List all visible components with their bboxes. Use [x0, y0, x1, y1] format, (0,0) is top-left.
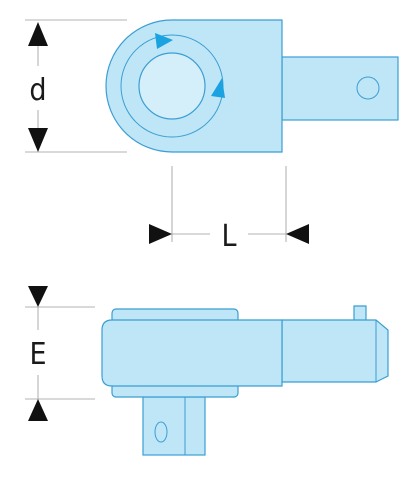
side-view: [101, 305, 389, 456]
dimension-d: d: [25, 19, 127, 153]
dimension-E: E: [25, 286, 95, 421]
dimension-L: L: [149, 166, 309, 254]
rotation-arrow-icon: [211, 78, 225, 98]
side-view-drive-hole: [154, 421, 168, 443]
dimension-label-E: E: [29, 337, 46, 372]
dimension-label-d: d: [29, 73, 46, 108]
top-view: [105, 19, 399, 153]
arrow-up-icon: [28, 399, 48, 421]
side-view-square-drive: [142, 396, 206, 456]
arrow-down-icon: [28, 128, 48, 152]
side-view-head-body: [101, 319, 283, 387]
dimension-label-L: L: [221, 219, 236, 254]
top-view-tang-hole: [356, 76, 380, 100]
rotation-arrow-icon: [155, 33, 173, 49]
top-view-tang: [281, 56, 399, 121]
top-view-center-bore: [138, 52, 206, 120]
arrow-left-icon: [286, 224, 309, 244]
arrow-up-icon: [28, 22, 48, 46]
side-view-tang: [281, 319, 389, 383]
arrow-down-icon: [28, 286, 48, 307]
arrow-right-icon: [149, 224, 172, 244]
